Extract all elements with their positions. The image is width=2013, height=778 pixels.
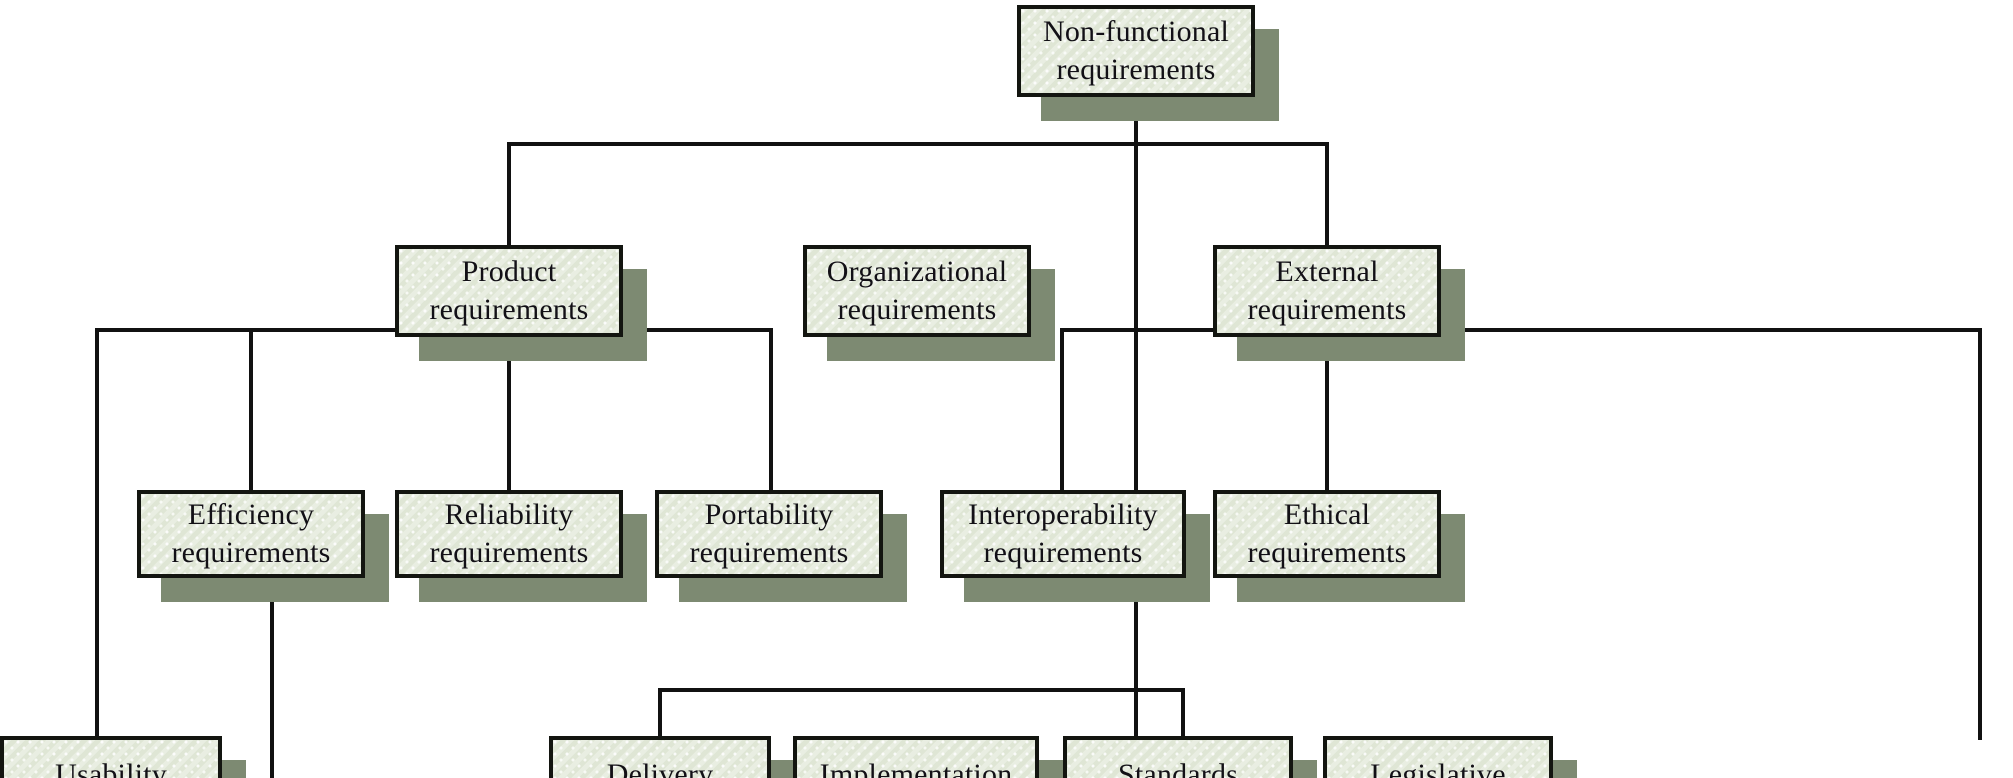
node-label-line: requirements — [837, 293, 997, 326]
node-label-line: requirements — [689, 536, 849, 569]
node-ethical-requirements[interactable]: Ethical requirements — [1213, 490, 1441, 578]
node-external-requirements[interactable]: External requirements — [1213, 245, 1441, 337]
connector-organizational-bus — [658, 688, 1185, 692]
connector-drop-usability — [95, 328, 99, 740]
node-legislative[interactable]: Legislative — [1323, 736, 1553, 778]
node-label-line: requirements — [429, 536, 589, 569]
node-label-line: Ethical — [1283, 497, 1371, 531]
node-label-line: External — [1275, 254, 1379, 288]
connector-root-stem — [1134, 97, 1138, 748]
node-reliability-requirements[interactable]: Reliability requirements — [395, 490, 623, 578]
node-efficiency-requirements[interactable]: Efficiency requirements — [137, 490, 365, 578]
node-label-line: requirements — [1247, 536, 1407, 569]
node-delivery[interactable]: Delivery — [549, 736, 771, 778]
node-label-line: Implementation — [819, 758, 1013, 778]
node-label-line: Efficiency — [187, 497, 315, 531]
connector-drop-efficiency — [249, 328, 253, 492]
node-label-line: Non-functional — [1042, 14, 1230, 48]
node-product-requirements[interactable]: Product requirements — [395, 245, 623, 337]
connector-product-stem — [507, 337, 511, 492]
node-label-line: Interoperability — [968, 497, 1158, 531]
node-standards[interactable]: Standards — [1063, 736, 1293, 778]
node-label-line: Reliability — [444, 497, 574, 531]
node-label-line: Portability — [704, 497, 834, 531]
connector-drop-interoperability — [1060, 328, 1064, 492]
node-label-line: Standards — [1117, 758, 1239, 778]
node-interoperability-requirements[interactable]: Interoperability requirements — [940, 490, 1186, 578]
connector-drop-external — [1325, 142, 1329, 249]
node-label-line: requirements — [1056, 53, 1216, 86]
connector-level1-bus — [507, 142, 1327, 146]
node-label-line: Usability — [55, 758, 167, 778]
connector-external-bus — [1060, 328, 1982, 332]
connector-drop-legislative — [1978, 328, 1982, 740]
node-label-line: Organizational — [826, 254, 1008, 288]
connector-drop-standards — [1181, 688, 1185, 740]
node-label-line: requirements — [983, 536, 1143, 569]
node-label-line: requirements — [1247, 293, 1407, 326]
node-label-line: Product — [461, 254, 557, 288]
node-non-functional-requirements[interactable]: Non-functional requirements — [1017, 5, 1255, 97]
node-label-line: requirements — [429, 293, 589, 326]
node-usability[interactable]: Usability — [0, 736, 222, 778]
connector-external-stem — [1325, 337, 1329, 492]
node-implementation[interactable]: Implementation — [793, 736, 1039, 778]
node-label-line: Legislative — [1370, 758, 1506, 778]
connector-efficiency-stem — [270, 578, 274, 778]
connector-drop-delivery — [658, 688, 662, 740]
node-portability-requirements[interactable]: Portability requirements — [655, 490, 883, 578]
connector-drop-portability — [769, 328, 773, 492]
node-label-line: requirements — [171, 536, 331, 569]
connector-drop-product — [507, 142, 511, 249]
node-label-line: Delivery — [606, 758, 714, 778]
node-organizational-requirements[interactable]: Organizational requirements — [803, 245, 1031, 337]
